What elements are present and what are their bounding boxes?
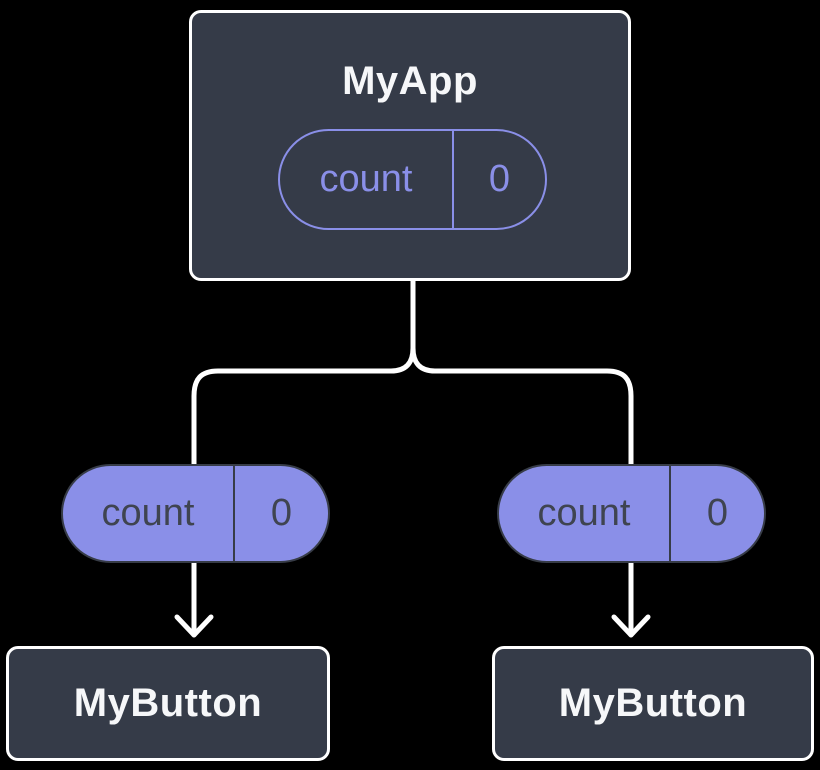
leaf-node-title: MyButton <box>73 681 263 725</box>
arrow-right-head-icon <box>611 614 651 638</box>
branch-left-line <box>191 345 416 473</box>
root-node-title: MyApp <box>342 59 478 103</box>
state-name: count <box>280 131 454 228</box>
root-node-myapp: MyApp count 0 <box>189 10 631 281</box>
prop-pill-left: count 0 <box>61 464 330 563</box>
branch-right-line <box>410 345 634 473</box>
state-name: count <box>499 466 671 561</box>
leaf-node-title: MyButton <box>558 681 748 725</box>
state-value: 0 <box>706 492 729 534</box>
leaf-node-mybutton-left: MyButton <box>6 646 330 761</box>
connector-lines <box>174 267 651 638</box>
root-state-pill: count 0 <box>278 129 547 230</box>
leaf-node-mybutton-right: MyButton <box>492 646 814 761</box>
prop-pill-right: count 0 <box>497 464 766 563</box>
state-name: count <box>63 466 235 561</box>
state-value: 0 <box>488 158 511 200</box>
state-value: 0 <box>270 492 293 534</box>
arrow-left-head-icon <box>174 614 214 638</box>
